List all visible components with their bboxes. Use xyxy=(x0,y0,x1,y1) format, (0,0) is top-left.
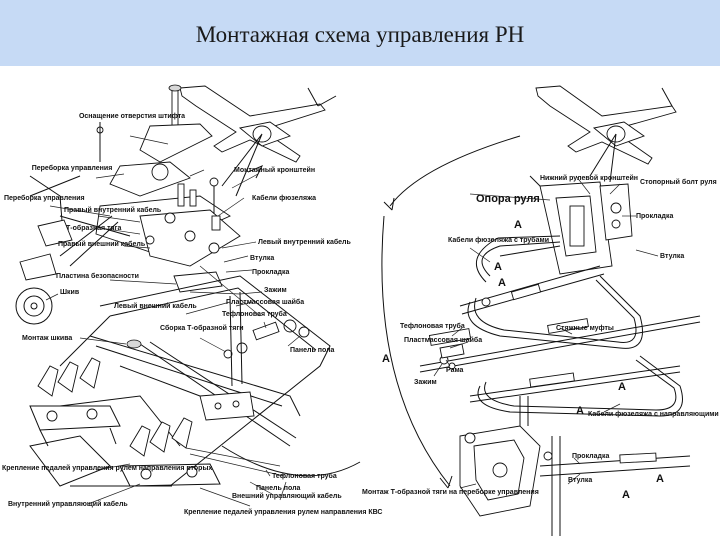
label-bushing-right-1: Втулка xyxy=(660,253,684,260)
left-floor-frame xyxy=(29,275,331,487)
slide-title: Монтажная схема управления РН xyxy=(195,22,525,47)
label-captain-pedals: Крепление педалей управления рулем напра… xyxy=(184,508,382,516)
left-part-labels: Оснащение отверстия штифта Переборка упр… xyxy=(2,113,382,516)
marker-a: A xyxy=(494,261,502,273)
svg-text:Оснащение отверстия штифта: Оснащение отверстия штифта xyxy=(79,113,185,120)
label-clamp-right: Зажим xyxy=(414,379,437,386)
section-markers: A A A A A A A A xyxy=(382,219,664,501)
label-mounting-bracket: Монтажный кронштейн xyxy=(234,166,315,174)
title-bar xyxy=(0,0,720,66)
label-frame: Рама xyxy=(446,367,464,374)
label-clamp-left: Зажим xyxy=(264,287,287,294)
right-rudder-bracket xyxy=(459,175,633,315)
rudder-control-diagram: Оснащение отверстия штифта Переборка упр… xyxy=(2,84,720,536)
label-bushing-right-2: Втулка xyxy=(568,477,592,484)
left-leader-lines xyxy=(45,135,301,507)
label-t-bar: Т-образная тяга xyxy=(66,224,122,232)
label-pulley-mount: Монтаж шкива xyxy=(22,335,72,342)
label-floor-panel-1: Панель пола xyxy=(290,347,335,354)
label-teflon-tube-right: Тефлоновая труба xyxy=(400,322,465,330)
right-airplane-illustration xyxy=(535,85,677,183)
label-pin-hole-1: Оснащение отверстия штифта xyxy=(79,113,185,120)
label-fuselage-cables-guide-tubes: Кабели фюзеляжа с направляющими трубами xyxy=(588,410,720,418)
label-control-bulkhead-2: Переборка управления xyxy=(4,194,85,202)
left-airplane-illustration xyxy=(179,85,337,197)
label-fuselage-cables-tubes: Кабели фюзеляжа с трубами xyxy=(448,236,549,244)
label-pulley: Шкив xyxy=(60,289,80,296)
label-t-bar-mount-bulkhead: Монтаж Т-образной тяги на переборке упра… xyxy=(362,488,539,496)
marker-a: A xyxy=(498,277,506,289)
label-plastic-washer-right: Пластмассовая шайба xyxy=(404,336,482,344)
right-cable-tubes xyxy=(419,275,701,417)
left-upper-mechanism xyxy=(15,84,310,359)
label-spacer-right-2: Прокладка xyxy=(572,453,609,460)
label-right-inner-cable: Правый внутренний кабель xyxy=(64,206,162,214)
right-part-labels: Нижний рулевой кронштейн Стопорный болт … xyxy=(362,174,720,496)
label-spacer-left: Прокладка xyxy=(252,269,289,276)
label-right-outer-cable: Правый внешний кабель xyxy=(58,240,146,248)
label-fuselage-cables: Кабели фюзеляжа xyxy=(252,194,316,202)
marker-a: A xyxy=(622,489,630,501)
label-bushing-left: Втулка xyxy=(250,255,274,262)
label-lower-rudder-bracket: Нижний рулевой кронштейн xyxy=(540,174,638,182)
label-copilot-pedals: Крепление педалей управления рулем напра… xyxy=(2,464,212,472)
right-arrows xyxy=(221,135,521,489)
label-floor-panel-2: Панель пола xyxy=(256,485,301,492)
label-rudder-support: Опора руля xyxy=(476,193,540,205)
label-spacer-right-1: Прокладка xyxy=(636,213,673,220)
marker-a: A xyxy=(382,353,390,365)
label-rudder-stop-bolt: Стопорный болт руля xyxy=(640,178,717,186)
label-left-outer-cable: Левый внешний кабель xyxy=(114,302,197,310)
marker-a: A xyxy=(656,473,664,485)
label-control-bulkhead-1: Переборка управления xyxy=(32,164,113,172)
marker-a: A xyxy=(618,381,626,393)
label-teflon-tube-2: Тефлоновая труба xyxy=(272,472,337,480)
right-leader-lines xyxy=(433,175,659,489)
marker-a: A xyxy=(576,405,584,417)
marker-a: A xyxy=(514,219,522,231)
label-turnbuckles: Стяжные муфты xyxy=(556,325,614,332)
label-teflon-tube-1: Тефлоновая труба xyxy=(222,310,287,318)
label-inner-control-cable: Внутренний управляющий кабель xyxy=(8,500,128,508)
left-pedal-assemblies xyxy=(29,357,285,487)
label-outer-control-cable: Внешний управляющий кабель xyxy=(232,492,342,500)
label-left-inner-cable: Левый внутренний кабель xyxy=(258,238,352,246)
label-plastic-washer-left: Пластмассовая шайба xyxy=(226,298,304,306)
label-t-bar-assembly: Сборка Т-образной тяги xyxy=(160,324,244,332)
right-tbar-mount xyxy=(459,396,691,536)
label-safety-plate: Пластина безопасности xyxy=(56,272,139,280)
